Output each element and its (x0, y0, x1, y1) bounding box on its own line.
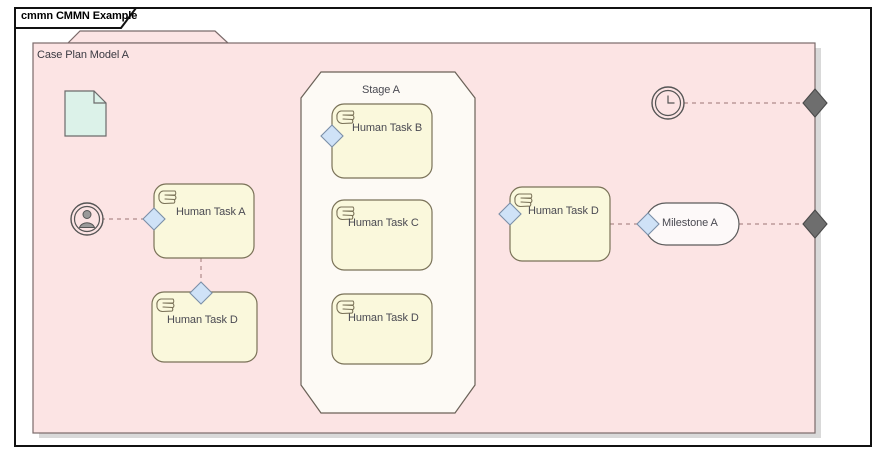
frame-tab-shape (14, 7, 137, 29)
human-task-b-label: Human Task B (352, 122, 423, 134)
exit-sentry-top-right[interactable] (802, 88, 828, 118)
milestone-a-label: Milestone A (662, 217, 718, 229)
entry-sentry-milestone-a[interactable] (636, 212, 660, 236)
case-plan-model-label: Case Plan Model A (37, 49, 129, 61)
human-task-d-stage-hand-icon (336, 300, 355, 315)
exit-sentry-bottom-right[interactable] (802, 209, 828, 239)
human-task-d-bottom-label: Human Task D (167, 314, 238, 326)
entry-sentry-task-d-bottom[interactable] (189, 281, 213, 305)
entry-sentry-task-d-right[interactable] (498, 202, 522, 226)
human-task-a-label: Human Task A (176, 206, 246, 218)
human-task-b-hand-icon (336, 110, 355, 125)
user-event-listener-head-icon (82, 210, 92, 219)
human-task-d-stage-label: Human Task D (348, 312, 419, 324)
stage-a-label: Stage A (362, 84, 400, 96)
entry-sentry-task-a[interactable] (142, 207, 166, 231)
case-file-item-icon[interactable] (64, 90, 107, 137)
case-plan-header-tab (66, 30, 230, 44)
task-human-task-d-stage-shape[interactable] (331, 293, 433, 365)
human-task-c-label: Human Task C (348, 217, 419, 229)
human-task-a-hand-icon (158, 190, 177, 205)
human-task-c-hand-icon (336, 206, 355, 221)
human-task-d-bottom-hand-icon (156, 298, 175, 313)
case-file-item-fold (93, 91, 106, 104)
human-task-d-right-label: Human Task D (528, 205, 599, 217)
diagram-frame (14, 7, 872, 447)
user-event-listener-body-icon (78, 222, 96, 228)
clock-icon-hands (667, 95, 675, 104)
diagram-frame-tab-label: cmmn CMMN Example (21, 10, 138, 22)
human-task-d-right-hand-icon (514, 193, 533, 208)
task-human-task-c-shape[interactable] (331, 199, 433, 271)
entry-sentry-task-b[interactable] (320, 124, 344, 148)
